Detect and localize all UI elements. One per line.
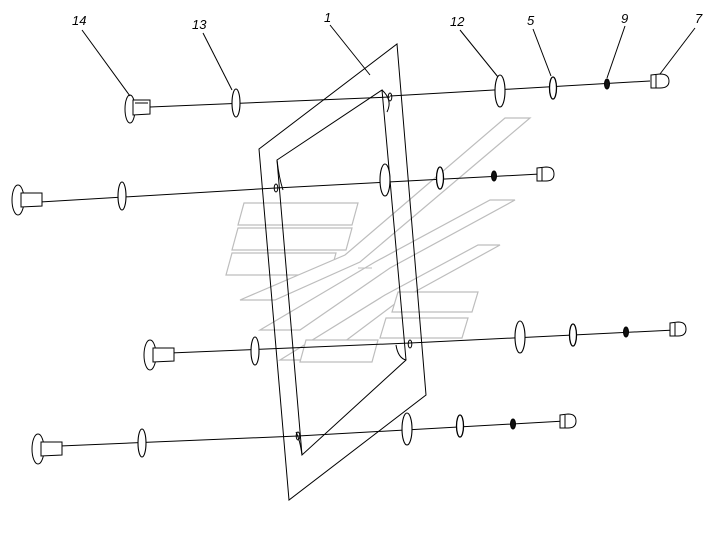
callout-labels: 14 13 1 12 5 9 7: [72, 10, 703, 32]
washer: [514, 320, 526, 354]
spring-ring: [623, 326, 629, 338]
bolt-head: [31, 433, 63, 465]
spring-ring: [510, 418, 516, 430]
lock-washer: [455, 414, 465, 438]
bolt-head-14: [124, 94, 151, 124]
washer: [401, 412, 413, 446]
leader-lines: [81, 24, 696, 97]
washer: [379, 163, 391, 197]
bolt-head: [143, 339, 175, 371]
callout-12: 12: [450, 14, 465, 29]
watermark-logo: [225, 117, 532, 363]
bolt-row-4: [31, 412, 577, 465]
cap-nut: [669, 321, 687, 337]
cap-nut: [559, 413, 577, 429]
lock-washer-5: [548, 76, 558, 100]
spring-ring: [491, 170, 497, 182]
bolt-head: [11, 184, 43, 216]
washer: [137, 428, 147, 458]
bolt-row-3: [143, 320, 687, 371]
callout-9: 9: [621, 11, 628, 26]
washer: [117, 181, 127, 211]
frame-hole-right-lower: [407, 339, 413, 349]
washer-12: [494, 74, 506, 108]
callout-13: 13: [192, 17, 207, 32]
lock-washer: [568, 323, 578, 347]
callout-14: 14: [72, 13, 86, 28]
washer-13: [231, 88, 241, 118]
lock-washer: [435, 166, 445, 190]
washer: [250, 336, 260, 366]
cap-nut-7: [650, 73, 670, 89]
callout-5: 5: [527, 13, 535, 28]
bolt-axes: [39, 80, 676, 447]
callout-7: 7: [695, 11, 703, 26]
bolt-row-2: [11, 163, 555, 216]
cap-nut: [536, 166, 555, 182]
bolt-row-1: [124, 73, 670, 124]
spring-ring-9: [604, 78, 610, 90]
callout-1: 1: [324, 10, 331, 25]
